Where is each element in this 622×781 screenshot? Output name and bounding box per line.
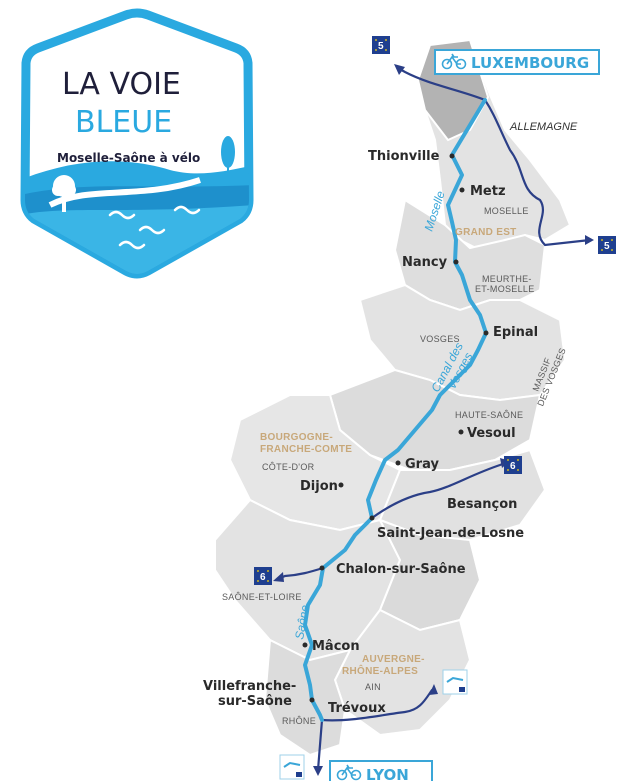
region-bfc-label-1: BOURGOGNE- — [260, 432, 333, 443]
main-route — [303, 98, 488, 722]
svg-text:LYON: LYON — [366, 766, 409, 781]
city-thionville: Thionville — [368, 149, 440, 164]
region-ara-label-2: RHÔNE-ALPES — [342, 664, 418, 677]
bicycle-icon — [336, 764, 362, 781]
region-grand-est-label: GRAND EST — [455, 227, 517, 238]
dot-saint-jean — [369, 515, 375, 521]
waterway-saone-label: Saône — [292, 604, 312, 641]
city-villefranche-2: sur-Saône — [218, 694, 292, 709]
city-dijon: Dijon — [300, 479, 338, 494]
dept-haute-saone-label: HAUTE-SAÔNE — [455, 410, 523, 420]
dept-rhone-label: RHÔNE — [282, 716, 316, 726]
connector-ev5-east — [483, 98, 592, 247]
dot-gray — [395, 460, 401, 466]
dept-vosges-label: VOSGES — [420, 334, 460, 344]
department-rhone-area — [263, 638, 352, 757]
logo-title-line1: LA VOIE — [62, 67, 181, 102]
svg-text:5: 5 — [604, 241, 610, 252]
connector-ev5-north — [396, 66, 487, 102]
eurovelo-badge-5-east: 5 — [598, 236, 616, 254]
arrow-ev6-west — [273, 572, 284, 582]
city-villefranche-1: Villefranche- — [203, 679, 296, 694]
svg-text:6: 6 — [260, 572, 266, 583]
connector-ev6-east — [370, 461, 507, 520]
city-gray: Gray — [405, 457, 439, 472]
land-areas — [214, 38, 572, 757]
dot-vesoul — [458, 429, 464, 435]
svg-text:LUXEMBOURG: LUXEMBOURG — [471, 54, 589, 72]
city-besancon: Besançon — [447, 497, 517, 512]
city-metz: Metz — [470, 184, 506, 199]
luxembourg-badge: LUXEMBOURG — [434, 49, 600, 75]
arrow-ev5-east — [585, 235, 594, 245]
arrow-lyon-east — [429, 684, 438, 695]
logo-title-line2: BLEUE — [75, 105, 172, 140]
dept-moselle-label: MOSELLE — [484, 206, 529, 216]
eurovelo-badge-6-west: 6 — [254, 567, 272, 585]
voie-bleue-mini-logo-south — [279, 754, 305, 780]
dept-mm-label-1: MEURTHE- — [482, 274, 532, 284]
connector-lyon-east — [320, 688, 434, 722]
cypress-icon — [221, 136, 235, 177]
svg-text:5: 5 — [378, 41, 384, 52]
city-nancy: Nancy — [402, 255, 448, 270]
voie-bleue-mini-logo-east — [442, 669, 468, 695]
eurovelo-connectors — [273, 64, 594, 776]
dept-ain-label: AIN — [365, 682, 381, 692]
country-germany-label: ALLEMAGNE — [509, 121, 578, 133]
arrow-lyon-south — [313, 766, 323, 776]
city-chalon: Chalon-sur-Saône — [336, 562, 466, 577]
region-bfc-label-2: FRANCHE-COMTE — [260, 444, 352, 455]
dot-thionville — [449, 153, 455, 159]
dept-saone-et-loire-label: SAÔNE-ET-LOIRE — [222, 592, 302, 602]
region-ara-label-1: AUVERGNE- — [362, 654, 425, 665]
dept-cote-dor-label: CÔTE-D'OR — [262, 462, 315, 472]
city-saint-jean: Saint-Jean-de-Losne — [377, 526, 524, 541]
arrow-ev5-north — [394, 64, 405, 75]
city-trevoux: Trévoux — [328, 701, 386, 716]
connector-ev6-west — [276, 566, 325, 581]
eurovelo-badge-6-east: 6 — [504, 456, 522, 474]
tree-icon — [52, 175, 76, 212]
dept-mm-label-2: ET-MOSELLE — [475, 284, 535, 294]
dot-dijon — [338, 482, 344, 488]
dot-epinal — [483, 330, 489, 336]
dot-metz — [459, 187, 465, 193]
connector-lyon-south — [316, 718, 324, 772]
city-dots — [302, 153, 489, 703]
city-vesoul: Vesoul — [467, 426, 516, 441]
dot-macon — [302, 642, 308, 648]
la-voie-bleue-logo: LA VOIE BLEUE Moselle-Saône à vélo — [20, 8, 254, 279]
city-macon: Mâcon — [312, 639, 360, 654]
svg-text:6: 6 — [510, 461, 516, 472]
city-epinal: Epinal — [493, 325, 538, 340]
dot-nancy — [453, 259, 459, 265]
logo-subtitle: Moselle-Saône à vélo — [57, 151, 200, 165]
eurovelo-badge-5-north: 5 — [372, 36, 390, 54]
lyon-badge: LYON — [329, 760, 433, 781]
dot-villefranche — [309, 697, 315, 703]
dot-chalon — [319, 565, 325, 571]
bicycle-icon — [441, 53, 467, 70]
